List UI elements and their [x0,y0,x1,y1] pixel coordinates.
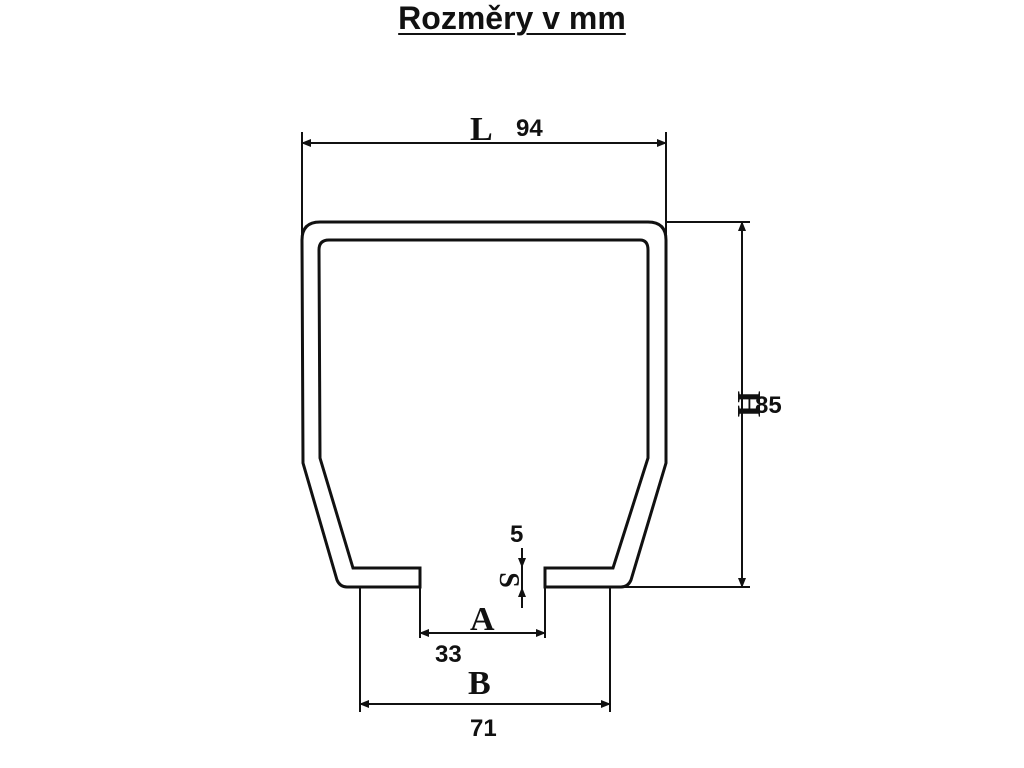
dimension-arrow-S-top [518,558,526,568]
value-A: 33 [435,641,462,668]
symbol-H: H [730,391,767,417]
value-L: 94 [516,115,543,142]
profile-outer-contour [300,220,668,589]
symbol-L: L [470,111,493,148]
dimension-arrow-S-bottom [518,587,526,597]
value-H: 85 [755,392,782,419]
page-title: Rozměry v mm [398,0,626,36]
value-B: 71 [470,715,497,742]
symbol-A: A [470,601,495,638]
left-lip [360,566,422,589]
right-lip [543,566,610,589]
profile-inner-contour [317,238,650,570]
value-S: 5 [510,521,523,548]
symbol-S: S [493,572,524,588]
extension-lines [301,132,750,712]
symbol-B: B [468,665,491,702]
